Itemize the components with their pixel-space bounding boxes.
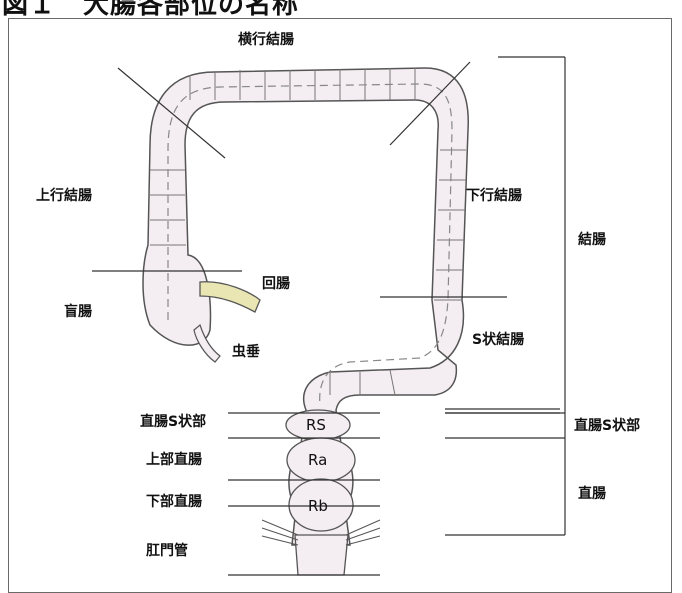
label-cecum: 盲腸 (64, 304, 92, 320)
label-ileum: 回腸 (262, 276, 290, 292)
appendix-shape (193, 323, 221, 363)
label-anal-canal: 肛門管 (146, 543, 188, 559)
bracket-lines (445, 56, 566, 536)
label-descending-colon: 下行結腸 (466, 188, 522, 204)
label-transverse-colon: 横行結腸 (238, 32, 294, 48)
sphincter-strokes (261, 519, 381, 546)
label-rectosigmoid-right: 直腸S状部 (574, 418, 641, 434)
label-appendix: 虫垂 (232, 344, 260, 360)
label-sigmoid-colon: S状結腸 (472, 332, 525, 348)
ileum-tube (199, 281, 261, 313)
label-upper-rectum: 上部直腸 (146, 452, 202, 468)
label-lower-rectum: 下部直腸 (146, 494, 202, 510)
anal-canal-shape (294, 534, 349, 576)
label-rectosigmoid-left: 直腸S状部 (140, 414, 207, 430)
segment-ra-label: Ra (308, 451, 328, 469)
segment-rs-label: RS (306, 416, 326, 434)
label-rectum: 直腸 (578, 486, 606, 502)
label-colon: 結腸 (578, 232, 606, 248)
boundary-lines (92, 61, 507, 576)
figure-title: 図１ 大腸各部位の名称 (2, 0, 300, 20)
haustra-lines (150, 68, 466, 396)
segment-rb-label: Rb (308, 497, 328, 515)
rb-segment-shape (288, 478, 354, 532)
taenia-line (167, 83, 453, 406)
label-ascending-colon: 上行結腸 (36, 188, 92, 204)
